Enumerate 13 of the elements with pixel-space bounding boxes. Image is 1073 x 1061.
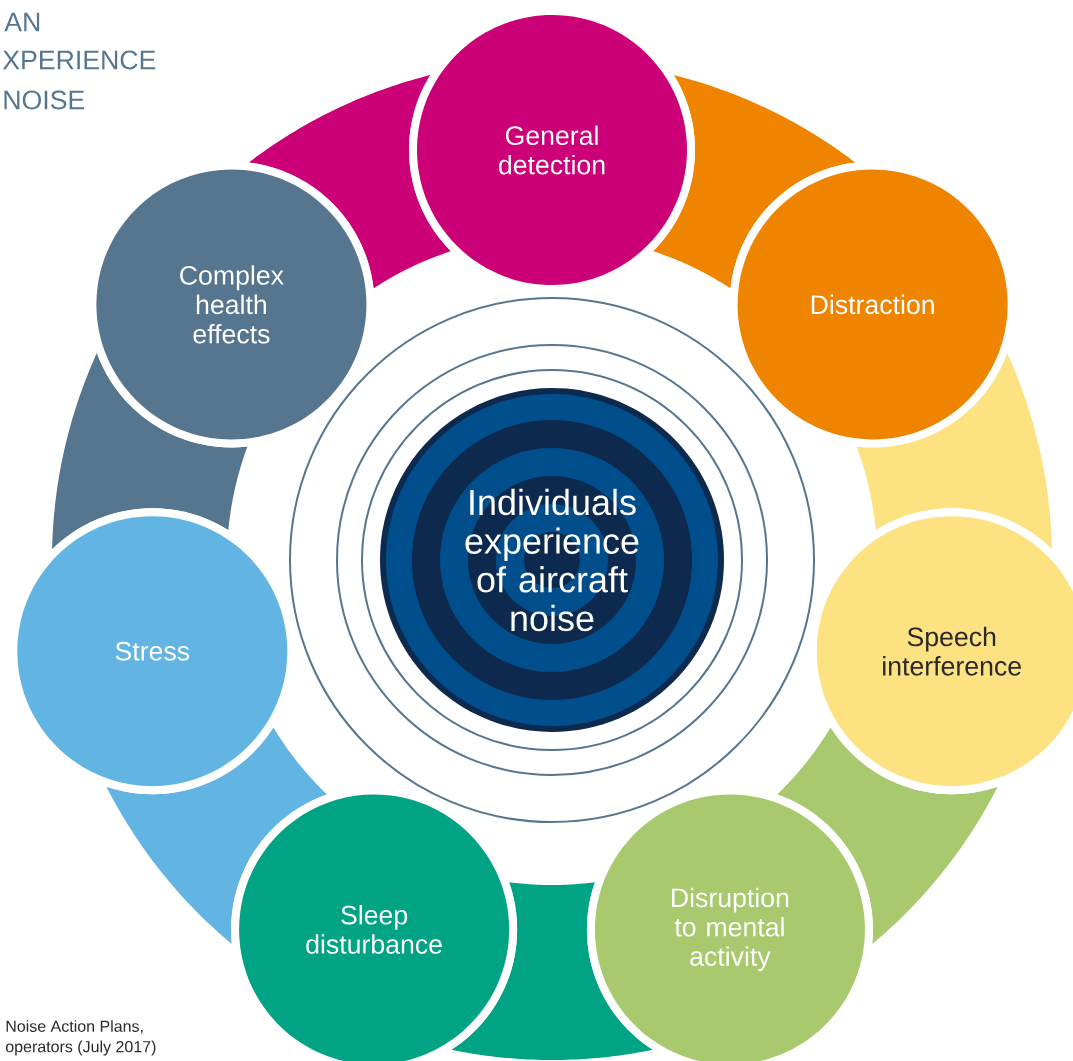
- ring-band: [52, 352, 248, 550]
- source-note: Noise Action Plans,: [6, 1020, 143, 1034]
- node-label: Distraction: [811, 294, 934, 315]
- source-note: operators (July 2017): [5, 1040, 156, 1056]
- ring-band: [451, 882, 653, 1060]
- node-label: Complex health effects: [180, 265, 284, 344]
- heading-text: NOISE: [4, 90, 85, 110]
- ring-band: [653, 75, 856, 289]
- heading-text: AN: [4, 12, 40, 32]
- ring-band: [856, 352, 1052, 550]
- heading-text: XPERIENCE: [2, 50, 156, 70]
- node-label: General detection: [499, 125, 605, 175]
- node-label: Stress: [115, 641, 190, 661]
